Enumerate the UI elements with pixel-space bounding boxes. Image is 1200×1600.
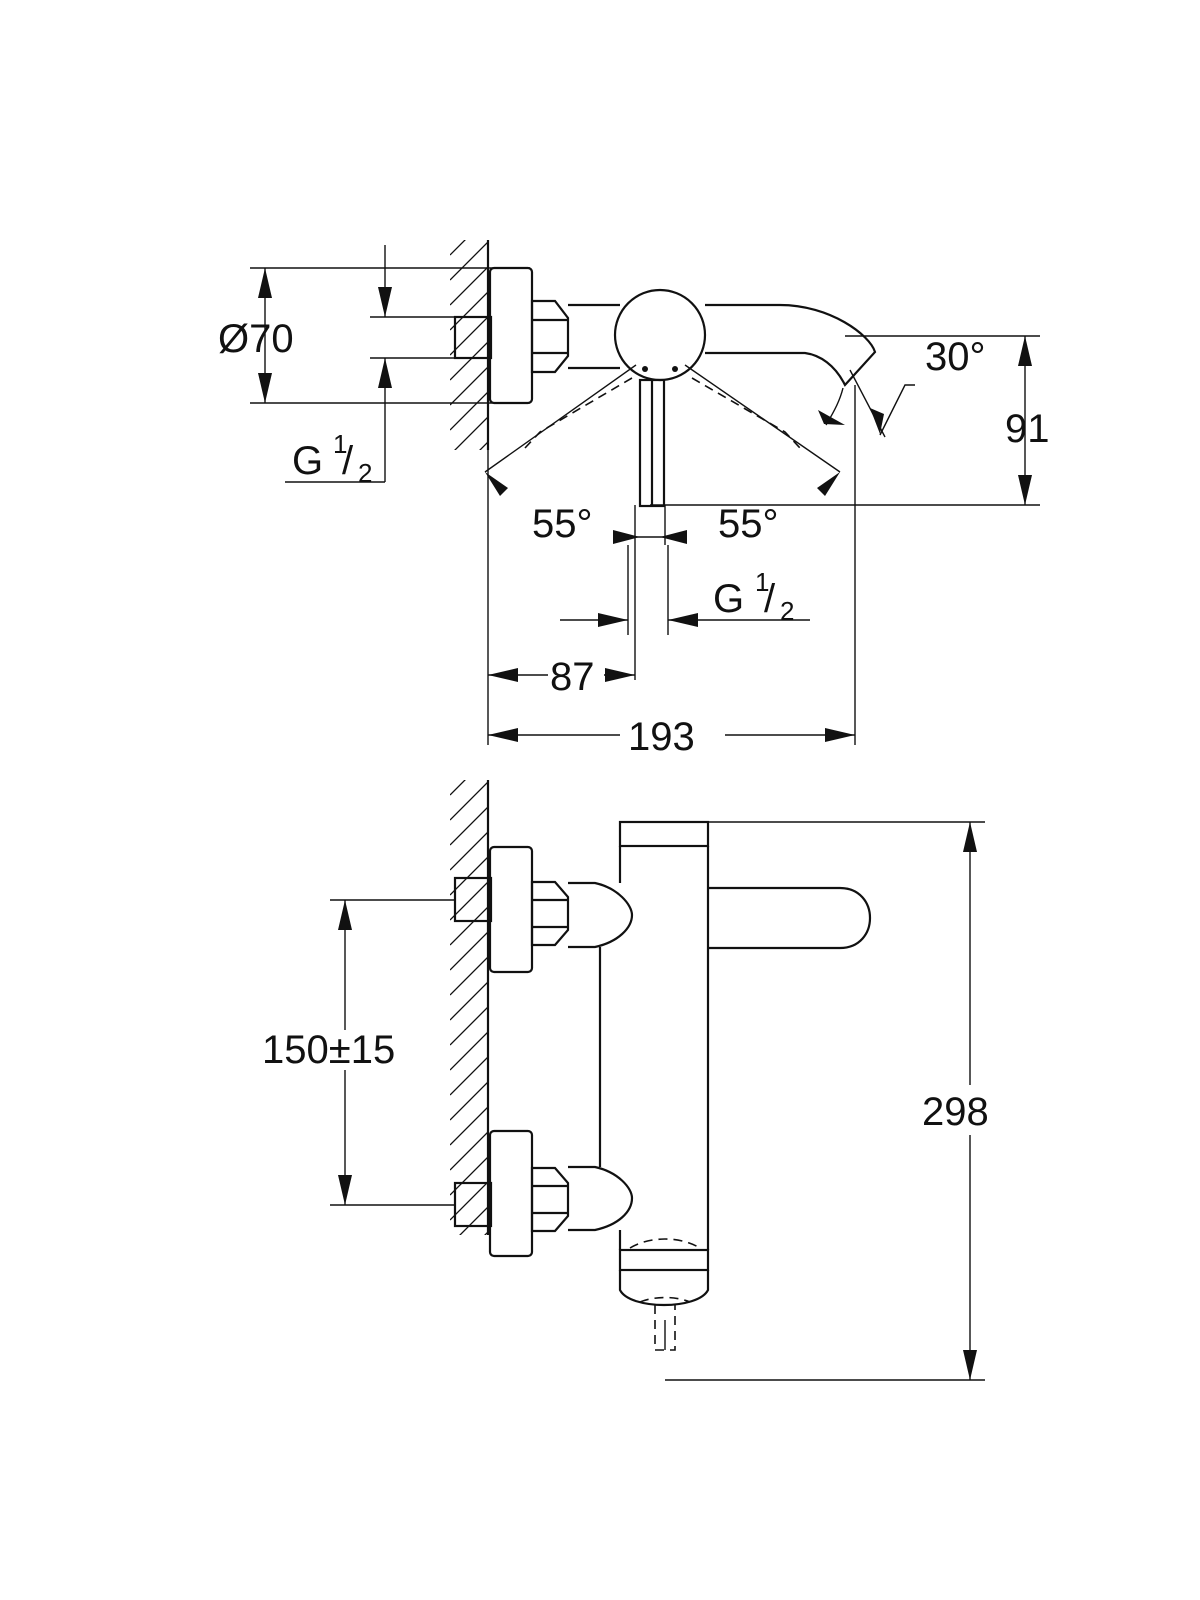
svg-text:2: 2 (780, 596, 794, 626)
spout-top (705, 303, 877, 387)
centers-label: 150±15 (262, 1028, 395, 1072)
svg-text:1: 1 (755, 567, 769, 597)
lower-inlet-connection (453, 1129, 634, 1258)
dimension-lines-side (330, 821, 985, 1381)
wall-hatching-top (450, 240, 490, 450)
svg-text:/: / (764, 577, 776, 621)
thread-label-outlet: G 1 / 2 (713, 567, 794, 626)
svg-text:2: 2 (358, 458, 372, 488)
side-view: 150±15 298 (262, 780, 989, 1381)
lever-handle-side (708, 886, 872, 950)
svg-text:1: 1 (333, 429, 347, 459)
spout-angle-label: 30° (925, 335, 986, 379)
hose-outlet-top (638, 378, 666, 508)
svg-text:G: G (713, 577, 744, 621)
outlet-offset-label: 87 (550, 655, 595, 699)
spout-height-label: 91 (1005, 407, 1050, 451)
lever-range-lines (484, 364, 841, 473)
lever-angle-left-label: 55° (532, 502, 593, 546)
upper-inlet-connection (453, 845, 634, 974)
thread-label-inlet: G 1 / 2 (292, 429, 372, 488)
svg-text:G: G (292, 439, 323, 483)
mixer-body-side (598, 820, 710, 1306)
lever-angle-right-label: 55° (718, 502, 779, 546)
total-projection-label: 193 (628, 715, 695, 759)
top-view: Ø70 G 1 / 2 30° 91 55° 55° G 1 / 2 87 19… (218, 240, 1050, 759)
total-height-label: 298 (922, 1090, 989, 1134)
hose-outlet-side (654, 1305, 676, 1351)
wall-hatching-side (450, 780, 490, 1235)
mixer-body-top (568, 288, 707, 382)
svg-text:/: / (342, 439, 354, 483)
diameter-label: Ø70 (218, 317, 294, 361)
dimension-lines-top (250, 245, 1040, 745)
